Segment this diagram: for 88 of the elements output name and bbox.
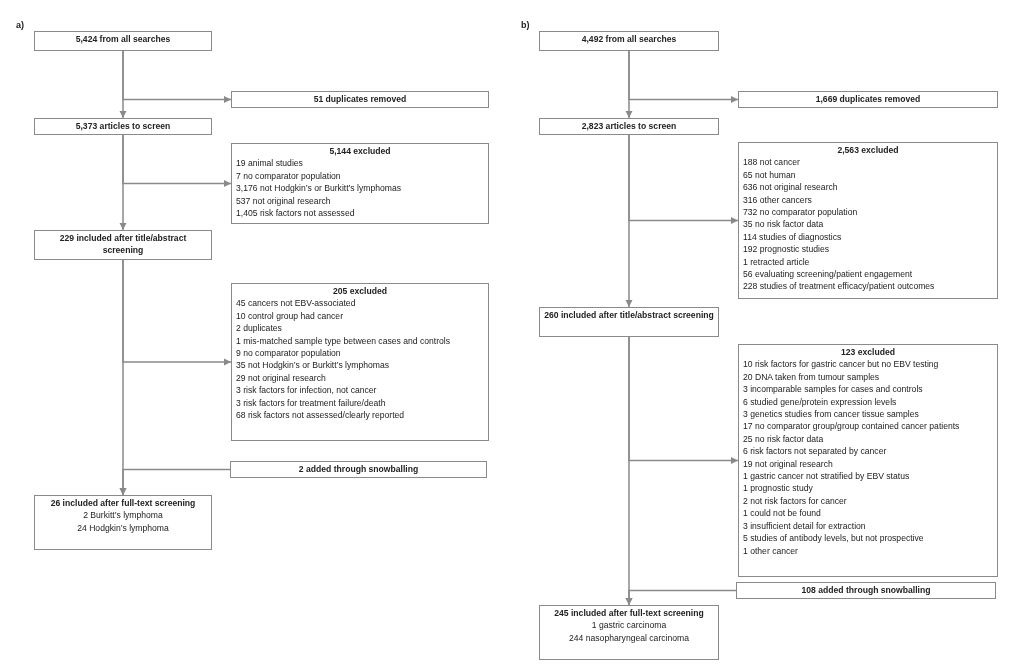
box-heading: 229 included after title/abstract screening [58, 232, 188, 257]
list-item: 3 insufficient detail for extraction [743, 519, 867, 533]
list-item: 35 no risk factor data [743, 218, 825, 231]
list-item: 3,176 not Hodgkin’s or Burkitt’s lymphomas [236, 182, 402, 195]
list-item: 2 duplicates [236, 322, 283, 335]
process-box [539, 31, 719, 51]
arrow [628, 336, 739, 465]
list-item: 10 control group had cancer [236, 309, 344, 323]
list-item: 45 cancers not EBV-associated [236, 297, 357, 310]
list-item: 6 risk factors not separated by cancer [743, 445, 888, 458]
box-heading: 123 excluded [840, 346, 896, 359]
box-heading: 2,823 articles to screen [580, 120, 678, 133]
list-item: 3 incomparable samples for cases and controls [743, 383, 924, 396]
box-heading: 2 added through snowballing [297, 463, 420, 476]
list-item: 244 nasopharyngeal carcinoma [568, 631, 690, 645]
list-item: 65 not human [743, 168, 797, 182]
process-box [231, 91, 489, 108]
list-item: 3 genetics studies from cancer tissue samples [743, 408, 920, 421]
box-heading: 245 included after full-text screening [553, 607, 705, 620]
arrow [122, 50, 232, 104]
list-box [738, 344, 998, 577]
list-item: 1 mis-matched sample type between cases and controls [236, 334, 451, 348]
list-item: 1 other cancer [743, 544, 799, 557]
process-box [34, 118, 212, 135]
box-heading: 5,424 from all searches [74, 33, 172, 46]
list-item: 35 not Hodgkin’s or Burkitt’s lymphomas [236, 359, 390, 372]
list-item: 3 risk factors for treatment failure/death [236, 396, 387, 410]
list-item: 20 DNA taken from tumour samples [743, 370, 881, 384]
list-box [539, 605, 719, 660]
list-item: 537 not original research [236, 194, 332, 208]
list-item: 17 no comparator group/group contained cancer patients [743, 420, 961, 433]
list-item: 2 Burkitt’s lymphoma [82, 509, 164, 522]
list-item: 114 studies of diagnostics [743, 230, 843, 244]
box-heading: 260 included after title/abstract screening [544, 309, 714, 322]
list-box [231, 283, 489, 441]
list-item: 316 other cancers [743, 193, 813, 207]
list-box [738, 142, 998, 299]
list-item: 1 retracted article [743, 255, 811, 269]
arrow [628, 134, 739, 225]
box-heading: 1,669 duplicates removed [814, 93, 922, 106]
panel-label: b) [521, 20, 530, 30]
box-heading: 2,563 excluded [836, 144, 900, 157]
process-box [34, 31, 212, 51]
process-box [230, 461, 487, 478]
process-box [738, 91, 998, 108]
box-heading: 5,144 excluded [328, 145, 392, 158]
list-item: 1 gastric cancer not stratified by EBV status [743, 470, 911, 483]
list-item: 636 not original research [743, 181, 839, 194]
list-item: 19 not original research [743, 457, 834, 471]
arrow [122, 134, 232, 188]
list-item: 1 prognostic study [743, 482, 814, 495]
process-box [736, 582, 996, 599]
list-item: 1 could not be found [743, 507, 822, 520]
list-item: 7 no comparator population [236, 169, 342, 183]
process-box [34, 230, 212, 260]
list-box [231, 143, 489, 224]
list-item: 228 studies of treatment efficacy/patient outcomes [743, 280, 936, 293]
box-heading: 205 excluded [332, 285, 388, 298]
arrow [628, 50, 739, 104]
panel-label: a) [16, 20, 24, 30]
list-item: 56 evaluating screening/patient engagement [743, 268, 914, 281]
box-heading: 26 included after full-text screening [49, 497, 197, 510]
list-item: 25 no risk factor data [743, 432, 825, 446]
arrow [119, 468, 231, 496]
process-box [539, 307, 719, 337]
list-item: 188 not cancer [743, 156, 801, 169]
box-heading: 108 added through snowballing [800, 584, 932, 597]
list-item: 29 not original research [236, 371, 327, 385]
list-item: 10 risk factors for gastric cancer but no EBV testing [743, 358, 940, 371]
list-item: 68 risk factors not assessed/clearly reported [236, 409, 406, 422]
list-item: 5 studies of antibody levels, but not prospective [743, 532, 925, 545]
list-item: 732 no comparator population [743, 206, 859, 219]
arrow [122, 259, 232, 366]
list-box [34, 495, 212, 550]
list-item: 6 studied gene/protein expression levels [743, 395, 898, 409]
list-item: 1,405 risk factors not assessed [236, 207, 356, 220]
list-item: 19 animal studies [236, 157, 304, 170]
arrow [625, 589, 737, 606]
list-item: 1 gastric carcinoma [590, 619, 668, 632]
process-box [539, 118, 719, 135]
list-item: 3 risk factors for infection, not cancer [236, 384, 378, 397]
list-item: 192 prognostic studies [743, 243, 830, 256]
list-item: 24 Hodgkin’s lymphoma [76, 521, 170, 535]
list-item: 9 no comparator population [236, 347, 342, 360]
list-item: 2 not risk factors for cancer [743, 494, 848, 508]
box-heading: 5,373 articles to screen [74, 120, 172, 133]
box-heading: 4,492 from all searches [580, 33, 678, 46]
box-heading: 51 duplicates removed [312, 93, 408, 106]
